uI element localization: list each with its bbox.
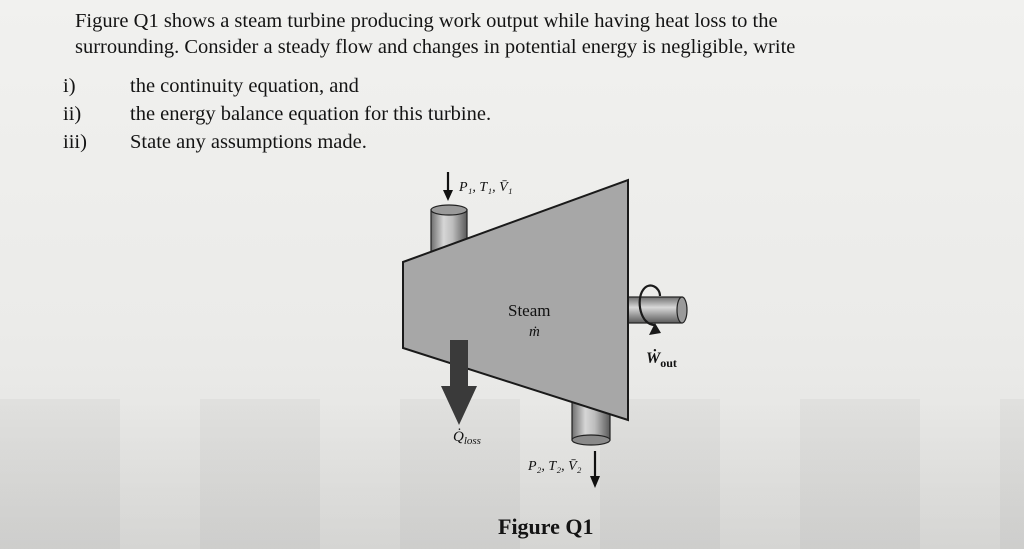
heat-subscript: loss <box>464 435 481 447</box>
heat-symbol: Q̇ <box>453 429 464 445</box>
item-number: iii) <box>63 131 87 153</box>
work-symbol: Ẇ <box>646 348 662 367</box>
outlet-flow-arrow-icon <box>590 451 600 488</box>
heat-loss-label: Q̇loss <box>453 429 481 447</box>
turbine-shaft <box>619 296 688 324</box>
inlet-flow-arrow-icon <box>443 172 453 201</box>
question-intro: Figure Q1 shows a steam turbine producin… <box>75 8 970 60</box>
steam-label: Steam <box>508 301 551 320</box>
item-text: the continuity equation, and <box>130 75 359 97</box>
figure-caption: Figure Q1 <box>498 514 594 539</box>
item-number: i) <box>63 75 76 97</box>
intro-line-1: Figure Q1 shows a steam turbine producin… <box>75 10 778 32</box>
outlet-state-label: P₂, T₂, V̄₂ <box>527 459 582 474</box>
item-text: the energy balance equation for this tur… <box>130 103 492 125</box>
intro-line-2: surrounding. Consider a steady flow and … <box>75 36 796 58</box>
mass-flow-label: ṁ <box>529 324 540 340</box>
inlet-state-label: P₁, T₁, V̄₁ <box>458 180 513 195</box>
item-text: State any assumptions made. <box>130 131 367 153</box>
rotation-arrow-icon <box>638 284 662 335</box>
work-subscript: out <box>660 356 677 370</box>
item-number: ii) <box>63 103 82 125</box>
heat-loss-arrow-icon <box>441 340 477 425</box>
work-out-label: Ẇout <box>646 348 677 370</box>
